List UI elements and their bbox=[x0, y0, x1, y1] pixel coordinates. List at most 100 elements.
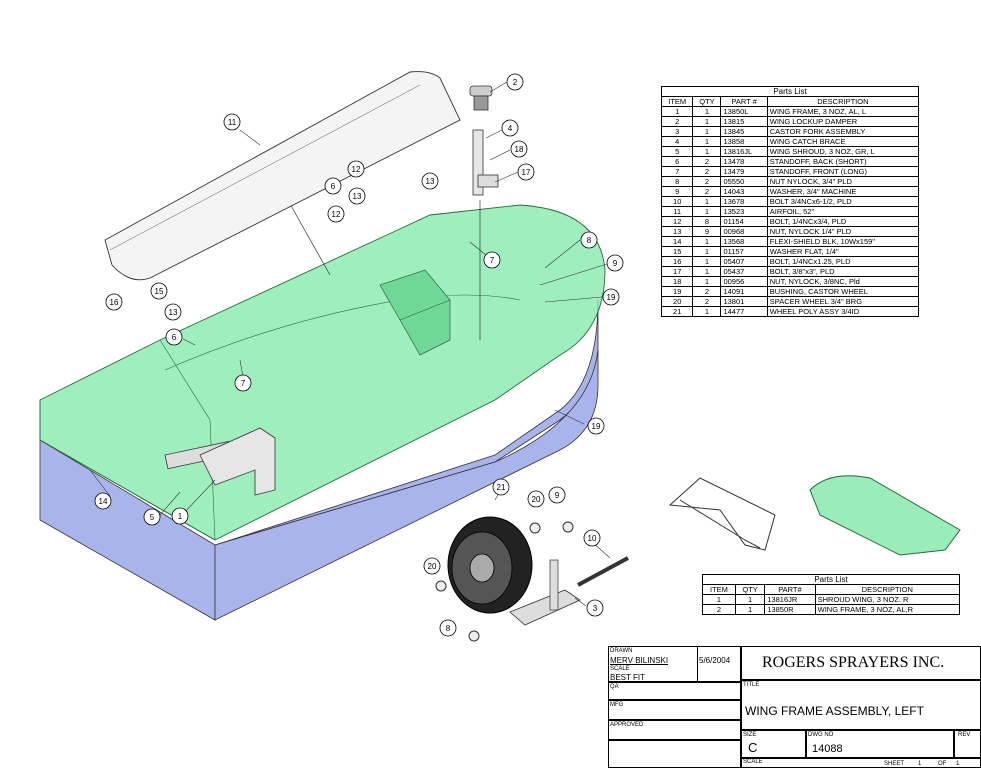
part-number-cell: 13478 bbox=[720, 156, 768, 167]
svg-text:12: 12 bbox=[352, 165, 361, 174]
size-value: C bbox=[748, 740, 758, 755]
dwg-no-label: DWG NO bbox=[808, 732, 834, 738]
qty-cell: 2 bbox=[692, 166, 722, 177]
callout-18: 18 bbox=[510, 140, 528, 158]
item-cell: 12 bbox=[660, 216, 694, 227]
description-cell: BOLT 3/4NCx6-1/2, PLD bbox=[766, 196, 920, 207]
callout-8: 8 bbox=[580, 231, 598, 249]
svg-text:15: 15 bbox=[155, 287, 164, 296]
qty-cell: 1 bbox=[734, 604, 766, 615]
part-number-cell: 14477 bbox=[720, 306, 768, 317]
part-number-cell: 14091 bbox=[720, 286, 768, 297]
description-cell: AIRFOIL, 52" bbox=[766, 206, 920, 217]
description-cell: WING SHROUD, 3 NOZ, GR, L bbox=[766, 146, 920, 157]
description-cell: STANDOFF, BACK (SHORT) bbox=[766, 156, 920, 167]
part-number-cell: 13815 bbox=[720, 116, 768, 127]
callout-1: 1 bbox=[171, 507, 189, 525]
wheel-assembly-part bbox=[435, 516, 629, 642]
scale-value: BEST FIT bbox=[610, 673, 645, 682]
item-cell: 4 bbox=[660, 136, 694, 147]
callout-4: 4 bbox=[501, 119, 519, 137]
title-label: TITLE bbox=[743, 682, 760, 688]
scale2-label: SCALE bbox=[743, 759, 763, 765]
svg-text:16: 16 bbox=[110, 298, 119, 307]
callout-12: 12 bbox=[327, 205, 345, 223]
part-number-cell: 01157 bbox=[720, 246, 768, 257]
drawn-by: MERV BILINSKI bbox=[610, 656, 669, 665]
description-cell: WING FRAME, 3 NOZ, AL, L bbox=[766, 106, 920, 117]
part-number-cell: 01154 bbox=[720, 216, 768, 227]
qty-cell: 2 bbox=[692, 186, 722, 197]
description-cell: SHROUD WING, 3 NOZ. R bbox=[814, 594, 961, 605]
part-number-cell: 05407 bbox=[720, 256, 768, 267]
drawn-date: 5/6/2004 bbox=[699, 656, 731, 665]
description-cell: BOLT, 1/4NCx1.25, PLD bbox=[766, 256, 920, 267]
scale-label: SCALE bbox=[610, 666, 630, 672]
callout-21: 21 bbox=[492, 478, 510, 496]
parts-list-main: Parts List ITEM QTY PART # DESCRIPTION 1… bbox=[660, 86, 920, 317]
part-number-cell: 13523 bbox=[720, 206, 768, 217]
svg-text:4: 4 bbox=[508, 124, 513, 133]
qty-cell: 1 bbox=[692, 106, 722, 117]
callout-6: 6 bbox=[165, 328, 183, 346]
qty-cell: 1 bbox=[692, 276, 722, 287]
callout-6: 6 bbox=[324, 177, 342, 195]
qty-cell: 1 bbox=[734, 594, 766, 605]
item-cell: 2 bbox=[702, 604, 736, 615]
item-cell: 15 bbox=[660, 246, 694, 257]
item-cell: 18 bbox=[660, 276, 694, 287]
callout-5: 5 bbox=[143, 508, 161, 526]
callout-16: 16 bbox=[105, 293, 123, 311]
sheet-total: 1 bbox=[956, 761, 960, 767]
svg-text:19: 19 bbox=[607, 293, 616, 302]
dwg-no: 14088 bbox=[812, 743, 843, 755]
description-cell: BOLT, 1/4NCx3/4, PLD bbox=[766, 216, 920, 227]
callout-balloons: 11 2 4 18 17 12 6 13 13 12 7 8 9 19 16 1… bbox=[94, 73, 624, 637]
svg-text:6: 6 bbox=[172, 333, 177, 342]
part-number-cell: 13845 bbox=[720, 126, 768, 137]
part-number-cell: 13850L bbox=[720, 106, 768, 117]
rev-label: REV bbox=[958, 732, 971, 738]
svg-text:14: 14 bbox=[99, 497, 108, 506]
callout-13: 13 bbox=[348, 187, 366, 205]
part-number-cell: 13858 bbox=[720, 136, 768, 147]
item-cell: 14 bbox=[660, 236, 694, 247]
svg-text:2: 2 bbox=[513, 78, 518, 87]
description-cell: NUT, NYLOCK, 3/8NC, Pld bbox=[766, 276, 920, 287]
part-number-cell: 05437 bbox=[720, 266, 768, 277]
item-cell: 17 bbox=[660, 266, 694, 277]
part-number-cell: 00956 bbox=[720, 276, 768, 287]
item-cell: 7 bbox=[660, 166, 694, 177]
svg-text:6: 6 bbox=[331, 182, 336, 191]
description-cell: SPACER WHEEL 3/4" BRG bbox=[766, 296, 920, 307]
description-cell: BOLT, 3/8"x3", PLD bbox=[766, 266, 920, 277]
description-cell: WASHER, 3/4" MACHINE bbox=[766, 186, 920, 197]
item-cell: 6 bbox=[660, 156, 694, 167]
part-number-cell: 13816JR bbox=[764, 594, 816, 605]
qty-cell: 2 bbox=[692, 286, 722, 297]
parts-list-header: ITEM QTY PART # DESCRIPTION bbox=[660, 96, 920, 107]
callout-15: 15 bbox=[150, 282, 168, 300]
svg-text:19: 19 bbox=[592, 422, 601, 431]
part-number-cell: 13479 bbox=[720, 166, 768, 177]
callout-14: 14 bbox=[94, 492, 112, 510]
description-cell: WING CATCH BRACE bbox=[766, 136, 920, 147]
item-cell: 11 bbox=[660, 206, 694, 217]
item-cell: 16 bbox=[660, 256, 694, 267]
callout-13: 13 bbox=[164, 303, 182, 321]
size-label: SIZE bbox=[743, 732, 757, 738]
right-shroud-view bbox=[809, 475, 961, 556]
description-cell: FLEXI-SHIELD BLK, 10Wx159" bbox=[766, 236, 920, 247]
